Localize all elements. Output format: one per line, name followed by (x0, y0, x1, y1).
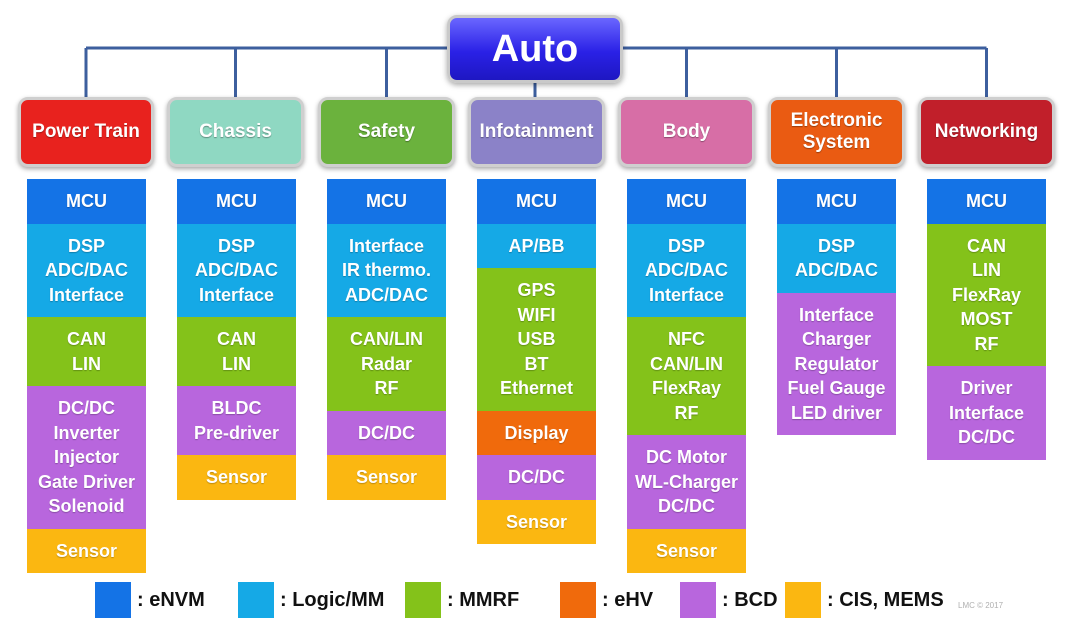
legend-item-cis-mems: : CIS, MEMS (785, 582, 944, 618)
block-logic-mm: DSP ADC/DAC Interface (27, 223, 146, 317)
block-mmrf: CAN LIN FlexRay MOST RF (927, 223, 1046, 366)
block-logic-mm: Interface IR thermo. ADC/DAC (327, 223, 446, 317)
legend-label: : eNVM (137, 588, 205, 611)
legend-swatch (405, 582, 441, 618)
block-mmrf: CAN LIN (27, 317, 146, 386)
block-mmrf: NFC CAN/LIN FlexRay RF (627, 317, 746, 435)
block-cis-mems: Sensor (27, 528, 146, 573)
legend-item-ehv: : eHV (560, 582, 653, 618)
block-ehv: Display (477, 410, 596, 455)
block-envm: MCU (27, 179, 146, 224)
block-logic-mm: DSP ADC/DAC Interface (177, 223, 296, 317)
root-label: Auto (491, 27, 579, 70)
block-cis-mems: Sensor (177, 455, 296, 500)
legend-item-bcd: : BCD (680, 582, 778, 618)
category-chassis: Chassis (167, 97, 304, 167)
block-mmrf: CAN/LIN Radar RF (327, 317, 446, 411)
block-logic-mm: DSP ADC/DAC (777, 223, 896, 293)
block-cis-mems: Sensor (477, 499, 596, 544)
legend-item-mmrf: : MMRF (405, 582, 519, 618)
block-logic-mm: DSP ADC/DAC Interface (627, 223, 746, 317)
block-bcd: Interface Charger Regulator Fuel Gauge L… (777, 292, 896, 435)
block-cis-mems: Sensor (627, 528, 746, 573)
legend-label: : eHV (602, 588, 654, 611)
block-envm: MCU (627, 179, 746, 224)
block-envm: MCU (927, 179, 1046, 224)
category-body: Body (618, 97, 755, 167)
block-bcd: BLDC Pre-driver (177, 386, 296, 455)
block-envm: MCU (477, 179, 596, 224)
legend-swatch (680, 582, 716, 618)
block-envm: MCU (177, 179, 296, 224)
legend-swatch (238, 582, 274, 618)
legend-label: : MMRF (447, 588, 520, 611)
legend-swatch (560, 582, 596, 618)
legend-label: : Logic/MM (280, 588, 385, 611)
block-bcd: DC Motor WL-Charger DC/DC (627, 435, 746, 529)
block-bcd: DC/DC (327, 410, 446, 455)
block-bcd: DC/DC Inverter Injector Gate Driver Sole… (27, 386, 146, 529)
legend-label: : BCD (722, 588, 778, 611)
root-node-auto: Auto (447, 15, 623, 83)
block-envm: MCU (777, 179, 896, 224)
block-mmrf: CAN LIN (177, 317, 296, 386)
legend-label: : CIS, MEMS (827, 588, 944, 611)
block-logic-mm: AP/BB (477, 223, 596, 268)
legend-swatch (95, 582, 131, 618)
category-power-train: Power Train (18, 97, 154, 167)
category-safety: Safety (318, 97, 455, 167)
category-infotainment: Infotainment (468, 97, 605, 167)
block-mmrf: GPS WIFI USB BT Ethernet (477, 268, 596, 411)
watermark: LMC © 2017 (958, 601, 1004, 610)
block-bcd: DC/DC (477, 455, 596, 500)
block-envm: MCU (327, 179, 446, 224)
category-networking: Networking (918, 97, 1055, 167)
block-bcd: Driver Interface DC/DC (927, 366, 1046, 460)
legend-item-envm: : eNVM (95, 582, 205, 618)
category-electronic-system: Electronic System (768, 97, 905, 167)
legend-item-logic-mm: : Logic/MM (238, 582, 384, 618)
legend-swatch (785, 582, 821, 618)
block-cis-mems: Sensor (327, 455, 446, 500)
